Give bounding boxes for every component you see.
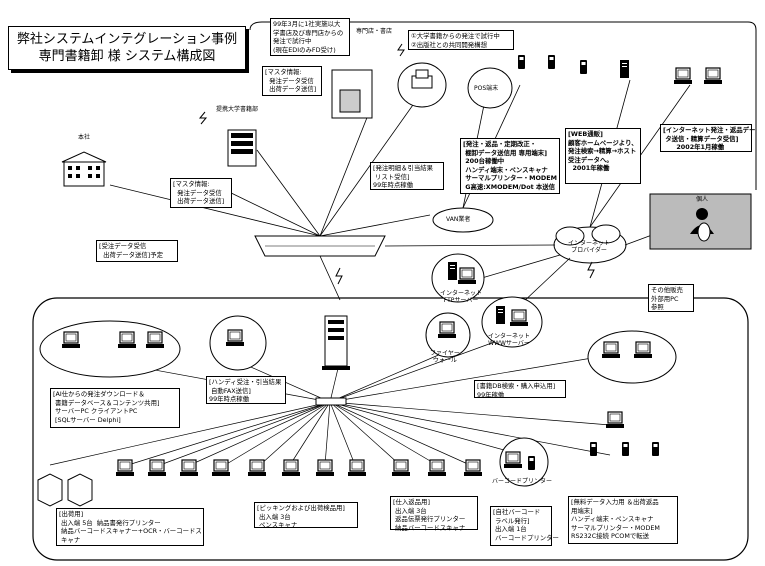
internet-provider-label: インターネット プロバイダー — [568, 240, 611, 254]
firewall-pc-icon — [437, 321, 457, 339]
shukka-pc-row — [115, 459, 483, 477]
shipping-pc-icon — [179, 459, 199, 477]
university-plan-box: ①大学書籍からの発注で試行中 ②出版社との共同開発構想 — [408, 30, 514, 50]
returns-pc-icon — [427, 459, 447, 477]
dialup-link-icons — [198, 43, 595, 285]
sales-detail-box: [発注明細＆引当結果 リスト受信] 99年時点稼働 — [370, 162, 444, 190]
internet-order-box: [インターネット発注・返品デー タ送信・精算データ受信] 2002年1月稼働 — [660, 124, 755, 152]
picking-pc-icon — [315, 459, 335, 477]
individual-user-icon — [690, 208, 714, 242]
firewall-label: ファイヤー ウォール — [430, 350, 460, 364]
headquarters-building-icon — [61, 151, 107, 187]
barcode-printer-label: バーコードプリンター — [492, 478, 553, 485]
returns-pc-icon — [391, 459, 411, 477]
input-pc-icon — [605, 411, 625, 429]
order-receive-box: [受注データ受信 出荷データ送信]予定 — [96, 240, 178, 262]
pos-label: POS端末 — [474, 85, 499, 92]
www-server-icon — [496, 306, 505, 324]
book-db-box: [書籍DB検索・購入申込用] 99年稼働 — [474, 380, 566, 399]
picking-box: [ピッキングおよび出荷検品用] 出入端 3台 ペンスキャナ — [254, 502, 358, 529]
ai-client-region — [39, 320, 181, 378]
printer-icon — [411, 69, 433, 89]
data-input-box: [無料データ入力用 ＆出荷返品 用端末] ハンディ端末・ペンスキャナ サーマルプ… — [568, 496, 678, 544]
handy-terminal-icon — [652, 442, 659, 456]
client-pc-icon — [145, 331, 165, 349]
headquarters-label: 本社 — [78, 134, 91, 141]
internet-client-pc-icon — [703, 67, 723, 85]
printer-boxes-icon — [37, 473, 93, 507]
shipping-box: [出荷用] 出入端 5台 納品書発行プリンター 納品バーコードスキャナー+OCR… — [56, 508, 204, 546]
picking-pc-icon — [347, 459, 367, 477]
lan-links — [49, 339, 611, 466]
lan-hub-icon — [315, 397, 347, 406]
handy-terminal-icon — [548, 55, 555, 69]
shipping-pc-icon — [247, 459, 267, 477]
central-router-icon — [254, 235, 386, 257]
host-server-icon — [322, 315, 350, 370]
master-info-box-2: [マスタ情報: 発注データ受信 出荷データ送信] — [170, 178, 232, 208]
ftp-monitor-icon — [457, 267, 477, 285]
www-server-label: インターネット WWWサーバー — [488, 333, 531, 347]
individual-label: 個人 — [696, 196, 709, 203]
university-label: 提携大学書籍部 — [216, 106, 259, 113]
external-pc-icon — [601, 341, 621, 359]
university-orders-box: 99年3月に1社実施以大 学書店及び専門店からの 発注で試行中 (現在EDIのみ… — [270, 18, 350, 56]
shipping-pc-icon — [211, 459, 231, 477]
internet-cloud-icon — [553, 224, 627, 264]
upper-network-region — [249, 21, 757, 190]
web-order-box: [WEB通販] 顧客ホームページより、 発注検索→精算→ホスト 受注データへ。 … — [565, 128, 641, 184]
web-client-icon — [620, 60, 629, 78]
barcode-printer-icon — [528, 456, 535, 470]
server-pc-icon — [61, 331, 81, 349]
www-monitor-icon — [509, 309, 529, 327]
master-info-box-1: [マスタ情報: 発注データ受信 出荷データ送信] — [262, 66, 322, 96]
external-pc-region — [587, 330, 677, 384]
returns-box: [仕入返品用] 出入端 3台 返品伝票発行プリンター 納品バーコードスキャナ — [390, 496, 478, 532]
lan-region — [32, 297, 749, 561]
external-pc-icon — [633, 341, 653, 359]
handy-fax-box: [ハンディ受注・引当結果 自動FAX送信] 99年時点稼働 — [206, 376, 286, 404]
handy-terminal-icon — [518, 55, 525, 69]
ftp-server-label: インターネット FTPサーバー — [440, 290, 483, 304]
handy-terminal-icon — [622, 442, 629, 456]
van-label: VAN業者 — [446, 216, 471, 223]
handy-terminal-icon — [590, 442, 597, 456]
university-server-icon — [227, 129, 257, 167]
client-pc-icon — [117, 331, 137, 349]
ftp-server-icon — [448, 262, 457, 280]
fax-pc-icon — [225, 329, 245, 347]
barcode-label-box: [自社バーコード ラベル発行] 出入端 1台 バーコードプリンター — [490, 506, 559, 546]
returns-pc-icon — [463, 459, 483, 477]
picking-pc-icon — [281, 459, 301, 477]
barcode-pc-icon — [503, 451, 523, 469]
handy-terminal-box: [発注・返品・定期改正・ 棚卸データ送信用 専用端末] 200台稼働中 ハンディ… — [460, 138, 560, 194]
ai-download-box: [AI仕からの発注ダウンロード＆ 書籍データベース＆コンテンツ共用] サーバーP… — [50, 388, 180, 428]
shipping-pc-icon — [147, 459, 167, 477]
store-terminal-icon — [331, 69, 373, 119]
diagram-title: 弊社システムインテグレーション事例 専門書籍卸 様 システム構成図 — [8, 26, 246, 70]
store-label: 専門店・書店 — [356, 28, 393, 35]
barcode-printer-region — [499, 437, 549, 487]
pos-terminal-region — [467, 67, 513, 109]
ftp-server-region — [431, 253, 485, 303]
title-line-1: 弊社システムインテグレーション事例 — [16, 32, 238, 47]
shipping-pc-icon — [115, 459, 135, 477]
external-pc-box: その他販売 外部用PC 参照 — [648, 284, 694, 312]
title-line-2: 専門書籍卸 様 システム構成図 — [38, 49, 216, 64]
handy-terminal-icon — [580, 60, 587, 74]
internet-client-pc-icon — [673, 67, 693, 85]
